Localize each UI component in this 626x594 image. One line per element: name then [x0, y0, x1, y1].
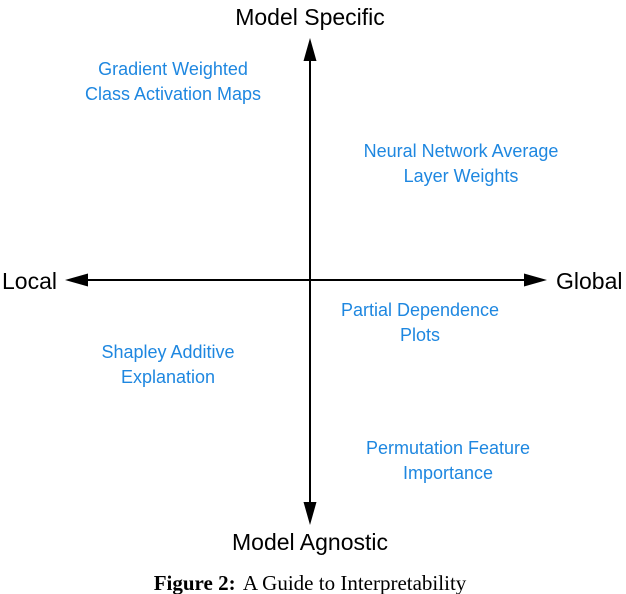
- label-line: Explanation: [120, 367, 216, 387]
- label-shapley-additive-explanation: Shapley Additive Explanation: [101, 340, 234, 390]
- label-line: Partial Dependence: [340, 300, 500, 320]
- label-line: Layer Weights: [403, 166, 519, 186]
- arrow-down-icon: [303, 502, 317, 525]
- label-line: Shapley Additive: [101, 342, 235, 362]
- label-gradient-weighted-class-activation-maps: Gradient Weighted Class Activation Maps: [85, 57, 261, 107]
- arrow-up-icon: [303, 38, 317, 61]
- figure-caption-label: Figure 2:: [153, 571, 236, 594]
- arrow-left-icon: [65, 273, 88, 287]
- label-line: Permutation Feature: [365, 438, 531, 458]
- axis-label-global: Global: [556, 268, 623, 294]
- label-line: Class Activation Maps: [84, 84, 262, 104]
- label-partial-dependence-plots: Partial Dependence Plots: [341, 298, 499, 348]
- figure-caption-text: A Guide to Interpretability: [242, 571, 467, 594]
- arrow-right-icon: [524, 273, 547, 287]
- label-neural-network-average-layer-weights: Neural Network Average Layer Weights: [364, 139, 559, 189]
- figure-caption: Figure 2: A Guide to Interpretability: [154, 571, 467, 594]
- axis-label-model-specific: Model Specific: [235, 4, 385, 30]
- label-line: Neural Network Average: [363, 141, 559, 161]
- label-line: Plots: [399, 325, 441, 345]
- label-line: Gradient Weighted: [98, 59, 248, 79]
- label-permutation-feature-importance: Permutation Feature Importance: [366, 436, 530, 486]
- label-line: Importance: [402, 463, 494, 483]
- axis-label-model-agnostic: Model Agnostic: [232, 529, 388, 555]
- axis-label-local: Local: [2, 268, 57, 294]
